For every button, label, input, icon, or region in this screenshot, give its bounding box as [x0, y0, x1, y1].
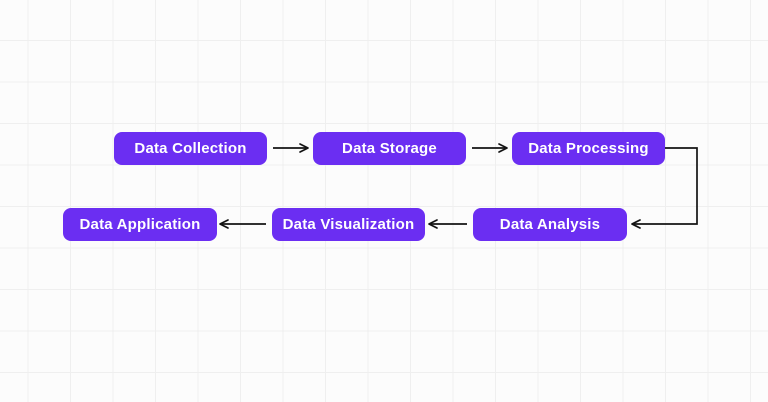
node-data-storage[interactable]: Data Storage [313, 132, 466, 165]
node-label: Data Collection [134, 140, 247, 157]
node-label: Data Analysis [499, 216, 601, 233]
node-data-visualization[interactable]: Data Visualization [272, 208, 425, 241]
node-data-processing[interactable]: Data Processing [512, 132, 665, 165]
node-data-application[interactable]: Data Application [63, 208, 217, 241]
node-data-collection[interactable]: Data Collection [114, 132, 267, 165]
node-label: Data Visualization [282, 216, 415, 233]
node-data-analysis[interactable]: Data Analysis [473, 208, 627, 241]
node-label: Data Application [79, 216, 201, 233]
node-label: Data Processing [528, 140, 649, 157]
node-label: Data Storage [342, 140, 437, 157]
arrow-processing-to-analysis[interactable] [631, 147, 698, 229]
